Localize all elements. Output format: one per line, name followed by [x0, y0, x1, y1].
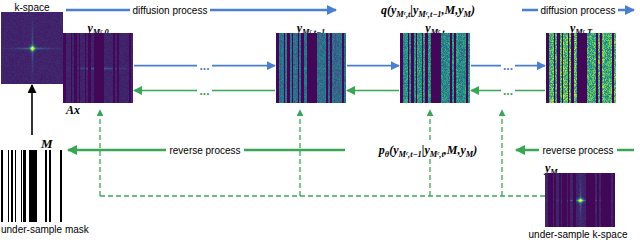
condition-line: [100, 195, 545, 196]
text-row: under-sample k-space: [516, 227, 640, 239]
formula-label: pθ(yMᶜ,t−1|yMᶜ,t,M,yM): [376, 143, 480, 158]
formula-label: q(yMᶜ,t|yMᶜ,t−1,M,yM): [378, 3, 478, 18]
image-caption: under-sample k-space: [529, 229, 628, 241]
kspace-pixels: [276, 33, 346, 103]
text-row: yM: [516, 160, 640, 173]
image-node: yMᶜ,t: [400, 20, 470, 103]
image-node: yM under-sample k-space: [516, 160, 640, 239]
symbol-label: M: [41, 137, 53, 151]
kspace-pixels: [546, 33, 616, 103]
text-row: yMᶜ,0: [63, 20, 133, 33]
image-caption: under-sample mask: [1, 224, 89, 236]
image-node: Munder-sample mask: [1, 136, 91, 234]
kspace-image: [546, 33, 616, 103]
image-node: yMᶜ,T: [546, 20, 616, 103]
condition-line: [501, 110, 502, 196]
ellipsis-label: ...: [501, 86, 515, 96]
process-label: reverse process: [166, 144, 243, 157]
text-row: yMᶜ,t−1: [276, 20, 346, 33]
image-node: yMᶜ,0: [63, 20, 133, 103]
image-node: k-space: [1, 0, 63, 84]
text-row: M: [1, 136, 91, 150]
kspace-pixels: [63, 33, 133, 103]
matrix-label: Ax: [63, 103, 83, 118]
process-arrow: [347, 65, 399, 67]
kspace-pixels: [400, 33, 470, 103]
process-arrow: [31, 85, 33, 135]
kspace-image: [1, 12, 63, 84]
text-row: k-space: [1, 0, 63, 12]
kspace-image: [400, 33, 470, 103]
image-node: yMᶜ,t−1: [276, 20, 346, 103]
process-label: reverse process: [539, 144, 616, 157]
kspace-image: [545, 173, 615, 227]
kspace-image: [276, 33, 346, 103]
process-arrow: [347, 90, 399, 92]
ellipsis-label: ...: [197, 61, 211, 71]
text-row: under-sample mask: [1, 222, 91, 234]
kspace-pixels: [1, 150, 63, 222]
kspace-pixels: [1, 12, 63, 84]
process-label: diffusion process: [538, 4, 619, 17]
condition-line: [99, 110, 100, 196]
condition-line: [299, 110, 300, 196]
ellipsis-label: ...: [501, 61, 515, 71]
mask-image: [1, 150, 63, 222]
process-label: diffusion process: [130, 4, 211, 17]
kspace-pixels: [545, 173, 615, 227]
text-row: yMᶜ,t: [400, 20, 470, 33]
kspace-image: [63, 33, 133, 103]
ellipsis-label: ...: [197, 86, 211, 96]
text-row: yMᶜ,T: [546, 20, 616, 33]
